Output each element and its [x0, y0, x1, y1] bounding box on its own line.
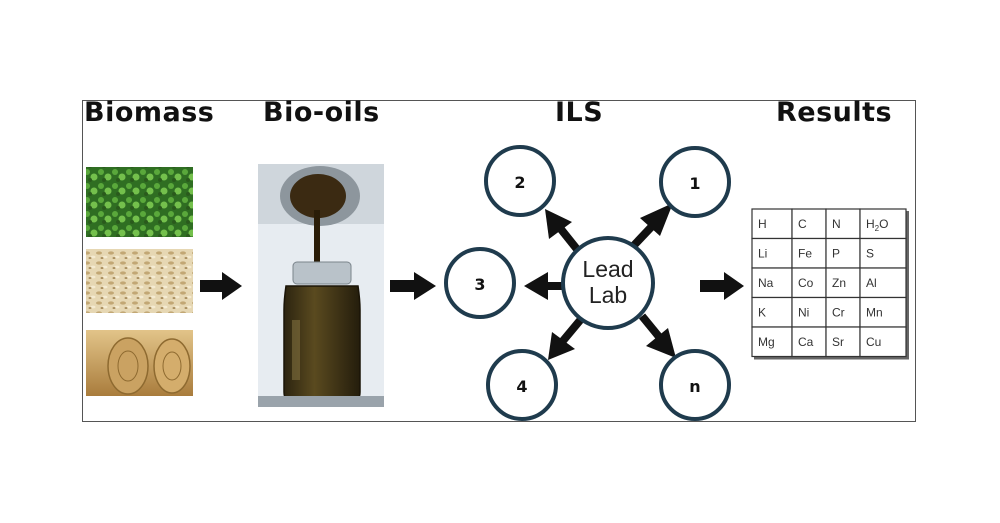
- satellite-label-4: 4: [516, 377, 527, 396]
- table-cell-border: [859, 296, 907, 328]
- table-cell-border: [825, 208, 861, 240]
- arrow-biomass-to-biooils: [200, 272, 242, 300]
- table-cell: Al: [866, 276, 877, 290]
- table-cell-border: [859, 267, 907, 299]
- table-cell: Ni: [798, 306, 809, 320]
- table-cell: K: [758, 306, 766, 320]
- table-cell: Mg: [758, 335, 775, 349]
- satellite-lab-4: 4: [486, 349, 558, 421]
- heading-bio-oils: Bio-oils: [263, 97, 380, 128]
- table-cell-border: [825, 267, 861, 299]
- table-cell-border: [791, 326, 827, 358]
- arrow-ils-to-results: [700, 272, 744, 300]
- satellite-label-2: 2: [514, 173, 525, 192]
- table-cell: Co: [798, 276, 814, 290]
- table-cell: Fe: [798, 247, 812, 261]
- table-cell: H2O: [866, 217, 888, 233]
- table-cell: P: [832, 247, 840, 261]
- table-cell-border: [825, 296, 861, 328]
- table-cell-border: [791, 267, 827, 299]
- table-cell: Cr: [832, 306, 845, 320]
- table-cell: Ca: [798, 335, 814, 349]
- lead-lab-hub: Lead Lab: [561, 236, 655, 330]
- table-cell-border: [751, 326, 793, 358]
- heading-results: Results: [776, 97, 893, 128]
- satellite-lab-1: 1: [659, 146, 731, 218]
- arrow-biooils-to-ils: [390, 272, 436, 300]
- table-cell: H: [758, 217, 767, 231]
- spoke-arrow-4: [548, 315, 586, 360]
- table-cell-border: [825, 237, 861, 269]
- table-cell: Mn: [866, 306, 883, 320]
- hay-bales-photo: [86, 330, 193, 396]
- table-cell: N: [832, 217, 841, 231]
- table-cell: Na: [758, 276, 774, 290]
- table-cell: C: [798, 217, 807, 231]
- satellite-label-1: 1: [689, 174, 700, 193]
- table-cell: Sr: [832, 335, 844, 349]
- table-cell-border: [859, 208, 907, 240]
- satellite-lab-3: 3: [444, 247, 516, 319]
- grass-photo: [86, 167, 193, 237]
- table-cell: Cu: [866, 335, 881, 349]
- heading-biomass: Biomass: [84, 97, 215, 128]
- satellite-label-3: 3: [474, 275, 485, 294]
- table-cell: Li: [758, 247, 767, 261]
- table-cell-border: [859, 237, 907, 269]
- satellite-lab-n: n: [659, 349, 731, 421]
- table-cell-border: [751, 237, 793, 269]
- spoke-arrow-n: [638, 313, 676, 358]
- table-cell: Zn: [832, 276, 846, 290]
- table-cell-border: [751, 267, 793, 299]
- bio-oil-jar-photo: [258, 164, 384, 407]
- satellite-label-n: n: [689, 377, 700, 396]
- heading-ils: ILS: [555, 97, 604, 128]
- table-cell: S: [866, 247, 874, 261]
- table-cell-border: [859, 326, 907, 358]
- satellite-lab-2: 2: [484, 145, 556, 217]
- table-cell-border: [825, 326, 861, 358]
- table-cell-border: [791, 208, 827, 240]
- hub-label-line2: Lab: [589, 282, 627, 308]
- wood-chips-photo: [86, 249, 193, 313]
- hub-label-line1: Lead: [582, 256, 633, 282]
